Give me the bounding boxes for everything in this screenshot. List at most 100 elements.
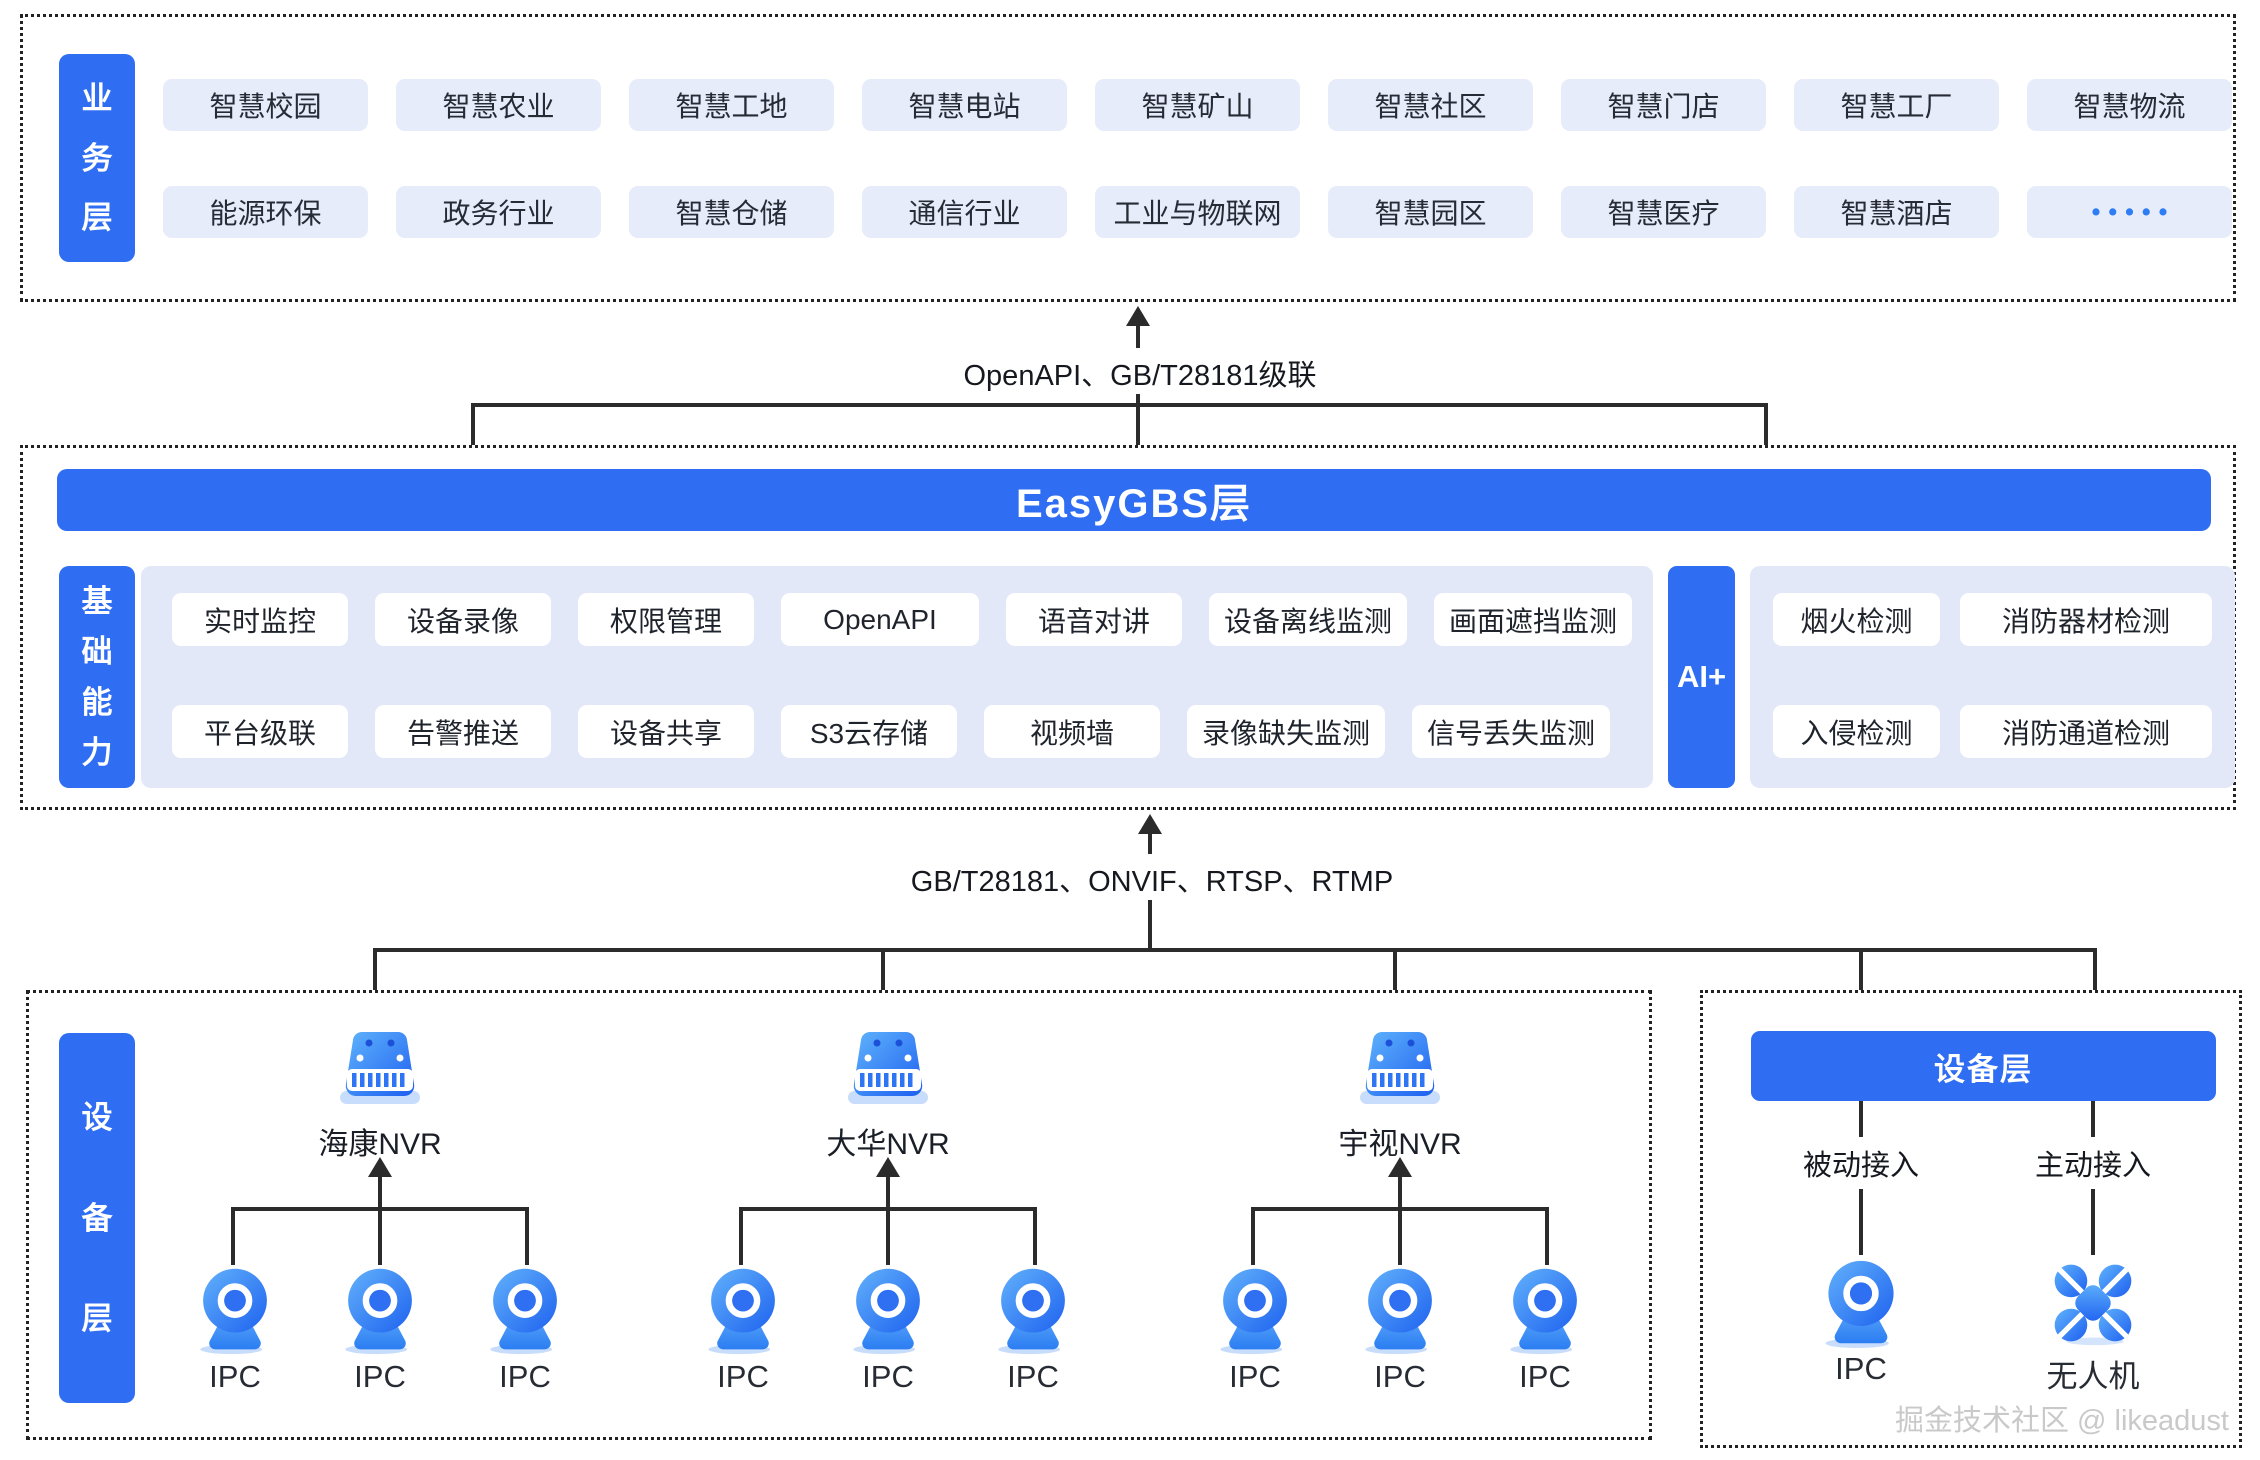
label-char: 基 <box>81 583 113 619</box>
ipc-unit: IPC <box>973 1265 1093 1395</box>
capability-box: 语音对讲 <box>1006 593 1182 646</box>
ipc-camera-icon <box>843 1265 933 1355</box>
label-char: 设 <box>81 1100 113 1136</box>
nvr-icon <box>332 1029 428 1107</box>
capability-box: 信号丢失监测 <box>1412 705 1610 758</box>
ipc-label: IPC <box>499 1359 551 1394</box>
connector-line <box>739 1207 743 1265</box>
business-box: 通信行业 <box>862 186 1067 238</box>
business-box: 智慧工厂 <box>1794 79 1999 131</box>
label-char: 层 <box>81 1300 113 1336</box>
business-box: 工业与物联网 <box>1095 186 1300 238</box>
ipc-unit: IPC <box>828 1265 948 1395</box>
ipc-camera-icon <box>988 1265 1078 1355</box>
ipc-label: IPC <box>209 1359 261 1394</box>
capability-box: 画面遮挡监测 <box>1434 593 1632 646</box>
ai-row-1: 烟火检测消防器材检测 <box>1773 593 2212 646</box>
label-char: 力 <box>81 735 113 771</box>
capability-box: 权限管理 <box>578 593 754 646</box>
connector-line <box>886 1207 890 1265</box>
connector-line <box>1148 900 1152 952</box>
connector-line <box>375 948 2097 952</box>
device-layer-section: 设备层 海康NVR <box>26 990 1652 1440</box>
ipc-camera-icon <box>190 1265 280 1355</box>
ai-detection-box: 消防通道检测 <box>1960 705 2212 758</box>
capability-box: 平台级联 <box>172 705 348 758</box>
device-layer-label: 设备层 <box>59 1033 135 1403</box>
ipc-label: IPC <box>862 1359 914 1394</box>
connector-line <box>1859 1189 1863 1255</box>
business-box: 智慧物流 <box>2027 79 2232 131</box>
connector-line <box>1764 403 1768 470</box>
label-char: 备 <box>81 1200 113 1236</box>
nvr-group: 海康NVR IPC <box>200 1029 557 1409</box>
ipc-camera-icon <box>335 1265 425 1355</box>
connector-line <box>1136 324 1140 348</box>
nvr-icon <box>1352 1029 1448 1107</box>
capability-box: 录像缺失监测 <box>1187 705 1385 758</box>
connector-bottom-label: GB/T28181、ONVIF、RTSP、RTMP <box>910 866 1394 898</box>
connector-line <box>1148 832 1152 854</box>
connector-line <box>2091 1189 2095 1255</box>
business-box: ••••• <box>2027 186 2232 238</box>
nvr-icon <box>840 1029 936 1107</box>
connector-line <box>1398 1175 1402 1209</box>
business-box: 智慧矿山 <box>1095 79 1300 131</box>
device-label: 无人机 <box>2046 1359 2140 1394</box>
capability-box: 设备离线监测 <box>1209 593 1407 646</box>
connector-line <box>1545 1207 1549 1265</box>
business-box: 智慧校园 <box>163 79 368 131</box>
connector-line <box>1033 1207 1037 1265</box>
connector-line <box>886 1175 890 1209</box>
access-panel-title: 设备层 <box>1751 1031 2216 1101</box>
ipc-label: IPC <box>1229 1359 1281 1394</box>
business-box: 智慧医疗 <box>1561 186 1766 238</box>
ai-detection-box: 烟火检测 <box>1773 593 1940 646</box>
nvr-group: 大华NVR IPC <box>708 1029 1065 1409</box>
connector-line <box>525 1207 529 1265</box>
ipc-unit: IPC <box>1195 1265 1315 1395</box>
ipc-camera-icon <box>698 1265 788 1355</box>
business-layer-section: 业务层 智慧校园智慧农业智慧工地智慧电站智慧矿山智慧社区智慧门店智慧工厂智慧物流… <box>20 14 2236 302</box>
business-layer-label: 业务层 <box>59 54 135 262</box>
connector-line <box>378 1175 382 1209</box>
business-row-1: 智慧校园智慧农业智慧工地智慧电站智慧矿山智慧社区智慧门店智慧工厂智慧物流 <box>163 79 2232 131</box>
capability-box: 设备录像 <box>375 593 551 646</box>
business-box: 智慧仓储 <box>629 186 834 238</box>
business-box: 政务行业 <box>396 186 601 238</box>
business-box: 智慧社区 <box>1328 79 1533 131</box>
business-row-2: 能源环保政务行业智慧仓储通信行业工业与物联网智慧园区智慧医疗智慧酒店••••• <box>163 186 2232 238</box>
access-mode: 被动接入 IPC <box>1751 1101 1971 1387</box>
business-box: 能源环保 <box>163 186 368 238</box>
connector-line <box>378 1207 382 1265</box>
label-char: 础 <box>81 634 113 670</box>
capability-box: 视频墙 <box>984 705 1160 758</box>
ipc-camera-icon <box>1210 1265 1300 1355</box>
ipc-label: IPC <box>1374 1359 1426 1394</box>
nvr-name-label: 海康NVR <box>318 1128 442 1161</box>
connector-line <box>881 948 885 1028</box>
business-box: 智慧电站 <box>862 79 1067 131</box>
ipc-camera-icon <box>1500 1265 1590 1355</box>
ai-plus-label: AI+ <box>1668 566 1735 788</box>
arrow-up-icon <box>876 1157 900 1177</box>
connector-line <box>1136 394 1140 470</box>
connector-line <box>1251 1207 1255 1265</box>
business-box: 智慧门店 <box>1561 79 1766 131</box>
connector-line <box>1398 1207 1402 1265</box>
connector-line <box>471 403 1768 407</box>
business-box: 智慧园区 <box>1328 186 1533 238</box>
capability-box: S3云存储 <box>781 705 957 758</box>
arrow-up-icon <box>1126 306 1150 326</box>
ipc-unit: IPC <box>1485 1265 1605 1395</box>
capability-box: 设备共享 <box>578 705 754 758</box>
access-mode-label: 主动接入 <box>2034 1150 2151 1182</box>
connector-line <box>231 1207 235 1265</box>
ipc-label: IPC <box>717 1359 769 1394</box>
arrow-up-icon <box>368 1157 392 1177</box>
